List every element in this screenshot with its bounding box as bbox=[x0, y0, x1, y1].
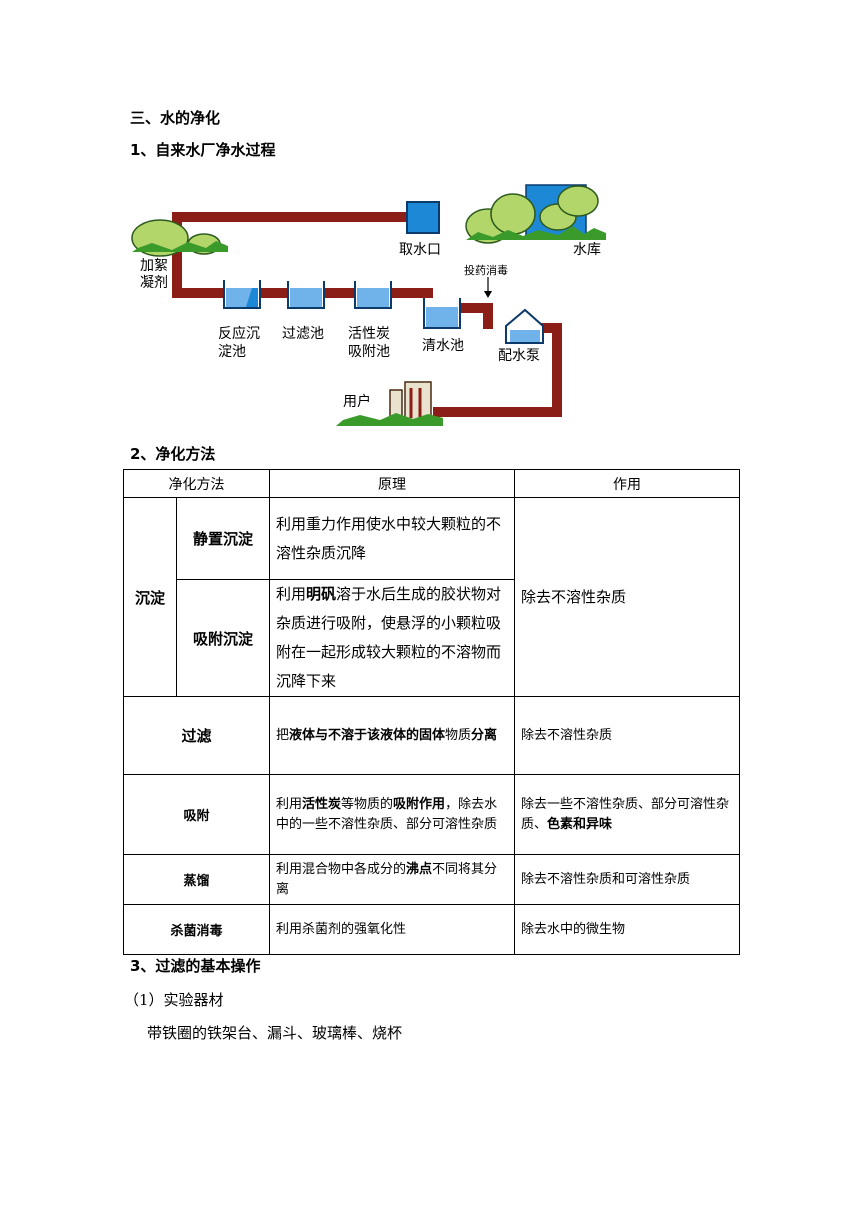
trees-left bbox=[131, 219, 228, 257]
equipment-list: 带铁圈的铁架台、漏斗、玻璃棒、烧杯 bbox=[147, 1024, 403, 1042]
principle-distillation: 利用混合物中各成分的沸点不同将其分离 bbox=[269, 854, 515, 905]
method-filtration: 过滤 bbox=[123, 696, 270, 775]
tank-clear bbox=[423, 298, 461, 329]
intake-box bbox=[406, 201, 440, 234]
method-adsorption: 吸附 bbox=[123, 774, 270, 855]
principle-adsorption: 利用活性炭等物质的吸附作用，除去水中的一些不溶性杂质、部分可溶性杂质 bbox=[269, 774, 515, 855]
label-reservoir: 水库 bbox=[573, 242, 601, 258]
header-effect: 作用 bbox=[514, 469, 740, 498]
label-user: 用户 bbox=[343, 393, 371, 410]
effect-distillation: 除去不溶性杂质和可溶性杂质 bbox=[514, 854, 740, 905]
table-row: 蒸馏 利用混合物中各成分的沸点不同将其分离 除去不溶性杂质和可溶性杂质 bbox=[123, 854, 740, 905]
header-method: 净化方法 bbox=[123, 469, 270, 498]
tank-carbon bbox=[354, 281, 392, 309]
table-row: 吸附 利用活性炭等物质的吸附作用，除去水中的一些不溶性杂质、部分可溶性杂质 除去… bbox=[123, 774, 740, 855]
method-distillation: 蒸馏 bbox=[123, 854, 270, 905]
label-flocculant-1: 加絮 bbox=[140, 257, 168, 274]
label-disinfection: 投药消毒 bbox=[464, 263, 508, 277]
label-intake: 取水口 bbox=[399, 242, 441, 258]
user-buildings bbox=[336, 381, 443, 426]
table-header-row: 净化方法 原理 作用 bbox=[123, 469, 740, 498]
method-adsorptive-sedimentation: 吸附沉淀 bbox=[176, 579, 270, 697]
label-pump: 配水泵 bbox=[498, 348, 540, 364]
table-row: 吸附沉淀 利用明矾溶于水后生成的胶状物对杂质进行吸附，使悬浮的小颗粒吸附在一起形… bbox=[124, 579, 740, 697]
subheading-filtration-operation: 3、过滤的基本操作 bbox=[130, 957, 261, 975]
reservoir-icon bbox=[465, 184, 606, 244]
header-principle: 原理 bbox=[269, 469, 515, 498]
principle-static: 利用重力作用使水中较大颗粒的不溶性杂质沉降 bbox=[269, 497, 515, 580]
tank-filter bbox=[287, 281, 325, 309]
label-clear: 清水池 bbox=[422, 338, 464, 354]
label-filter: 过滤池 bbox=[282, 326, 324, 342]
label-carbon-2: 吸附池 bbox=[348, 344, 390, 360]
pipeline bbox=[172, 212, 562, 417]
method-static-sedimentation: 静置沉淀 bbox=[176, 497, 270, 580]
subheading-equipment: （1）实验器材 bbox=[124, 991, 224, 1009]
label-flocculant-2: 凝剂 bbox=[140, 275, 168, 291]
subheading-process: 1、自来水厂净水过程 bbox=[130, 141, 276, 159]
principle-sterilization: 利用杀菌剂的强氧化性 bbox=[269, 904, 515, 955]
effect-filtration: 除去不溶性杂质 bbox=[514, 696, 740, 775]
disinfection-arrow bbox=[484, 277, 492, 298]
method-sedimentation: 沉淀 bbox=[123, 497, 177, 697]
effect-adsorption: 除去一些不溶性杂质、部分可溶性杂质、色素和异味 bbox=[514, 774, 740, 855]
effect-sedimentation: 除去不溶性杂质 bbox=[514, 497, 740, 697]
table-row: 杀菌消毒 利用杀菌剂的强氧化性 除去水中的微生物 bbox=[123, 904, 740, 955]
table-row: 沉淀 静置沉淀 利用重力作用使水中较大颗粒的不溶性杂质沉降 除去不溶性杂质 bbox=[123, 497, 740, 697]
tank-reaction bbox=[223, 280, 261, 309]
water-plant-diagram: 取水口 水库 加絮 凝剂 投药消毒 反应沉 淀池 过滤池 活性炭 吸附池 清水池… bbox=[131, 184, 606, 426]
table-row: 过滤 把液体与不溶于该液体的固体物质分离 除去不溶性杂质 bbox=[123, 696, 740, 775]
principle-filtration: 把液体与不溶于该液体的固体物质分离 bbox=[269, 696, 515, 775]
label-carbon-1: 活性炭 bbox=[348, 326, 390, 342]
effect-sterilization: 除去水中的微生物 bbox=[514, 904, 740, 955]
label-reaction-1: 反应沉 bbox=[218, 325, 260, 342]
principle-adsorptive: 利用明矾溶于水后生成的胶状物对杂质进行吸附，使悬浮的小颗粒吸附在一起形成较大颗粒… bbox=[269, 579, 515, 697]
label-reaction-2: 淀池 bbox=[218, 344, 246, 360]
subheading-methods: 2、净化方法 bbox=[130, 445, 216, 463]
purification-table: 净化方法 原理 作用 沉淀 静置沉淀 利用重力作用使水中较大颗粒的不溶性杂质沉降… bbox=[123, 469, 740, 955]
method-sterilization: 杀菌消毒 bbox=[123, 904, 270, 955]
section-heading: 三、水的净化 bbox=[130, 109, 221, 127]
pump-house bbox=[505, 308, 544, 344]
